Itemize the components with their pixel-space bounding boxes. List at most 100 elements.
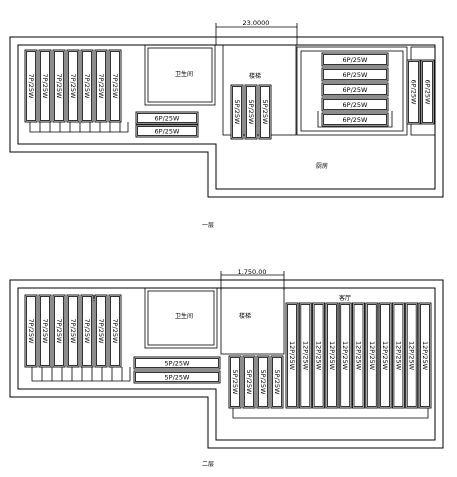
radiator-label: 5P/25W xyxy=(165,359,191,367)
floor2-radiator-12p: 12P/25W xyxy=(298,302,312,409)
floor2-radiator-5p: 5P/25W xyxy=(133,356,221,370)
radiator-label: 12P/25W xyxy=(315,341,323,371)
radiator-label: 5P/25W xyxy=(165,373,191,381)
radiator-label: 12P/25W xyxy=(421,341,429,371)
floor1-dimension: 23.0000 xyxy=(215,19,298,45)
floor2-radiator-7p: 7P/25W xyxy=(66,294,80,368)
radiator-label: 7P/25W xyxy=(69,319,77,345)
floor2-radiator-12p: 12P/25W xyxy=(418,302,432,409)
floor1-radiator-5p: 5P/25W xyxy=(230,84,244,140)
floor2-plan: 卧室 卫生间 楼梯 客厅 1.750.00 二层 xyxy=(9,268,444,468)
radiator-label: 5P/25W xyxy=(247,100,255,126)
radiator-label: 7P/25W xyxy=(83,319,91,345)
floor1-kitchen-label: 厨房 xyxy=(316,162,328,170)
floor2-radiator-12p: 12P/25W xyxy=(285,302,299,409)
floor1-radiator-6p: 6P/25W xyxy=(321,67,389,82)
radiator-label: 12P/25W xyxy=(341,341,349,371)
floor1-stairs-label: 楼梯 xyxy=(249,72,261,80)
floor2-radiator-12p: 12P/25W xyxy=(325,302,339,409)
floor1-bathroom-room xyxy=(144,44,216,106)
floor1-dimension-label: 23.0000 xyxy=(243,19,270,27)
floor2-caption: 二层 xyxy=(202,461,214,468)
radiator-label: 7P/25W xyxy=(111,74,119,100)
floor2-pipe-frame-right xyxy=(232,405,429,419)
radiator-label: 7P/25W xyxy=(41,74,49,100)
radiator-label: 6P/25W xyxy=(343,101,369,109)
radiator-label: 7P/25W xyxy=(97,74,105,100)
floor2-bathroom-room xyxy=(144,287,218,349)
radiator-label: 12P/25W xyxy=(394,341,402,371)
floor2-radiator-5p: 5P/25W xyxy=(270,355,284,409)
floor1-bathroom-label: 卫生间 xyxy=(175,70,193,78)
floor1-radiator-7p: 7P/25W xyxy=(52,49,66,123)
floor1-radiator-7p: 7P/25W xyxy=(24,49,38,123)
radiator-label: 6P/25W xyxy=(343,56,369,64)
floor2-bathroom-inner xyxy=(147,290,215,346)
floor1-radiator-7p: 7P/25W xyxy=(66,49,80,123)
floor2-radiator-5p: 5P/25W xyxy=(242,355,256,409)
floor2-radiator-5p: 5P/25W xyxy=(228,355,242,409)
radiator-label: 7P/25W xyxy=(55,74,63,100)
floor1-radiator-6p: 6P/25W xyxy=(321,97,389,112)
radiator-label: 12P/25W xyxy=(301,341,309,371)
floor1-pipe-frame-right xyxy=(317,111,393,128)
floor2-radiator-7p: 7P/25W xyxy=(38,294,52,368)
floor1-radiator-6p: 6P/25W xyxy=(321,52,389,67)
floor2-inner-wall xyxy=(17,287,436,441)
floor2-radiator-12p: 12P/25W xyxy=(405,302,419,409)
radiator-label: 7P/25W xyxy=(41,319,49,345)
floor2-dimension: 1.750.00 xyxy=(220,268,285,290)
radiator-label: 6P/25W xyxy=(424,80,432,106)
radiator-label: 6P/25W xyxy=(343,86,369,94)
floor2-radiator-7p: 7P/25W xyxy=(24,294,38,368)
radiator-label: 7P/25W xyxy=(27,319,35,345)
radiator-label: 7P/25W xyxy=(69,74,77,100)
radiator-label: 7P/25W xyxy=(55,319,63,345)
radiator-label: 6P/25W xyxy=(155,127,181,135)
radiator-label: 6P/25W xyxy=(155,114,181,122)
floor1-radiator-5p: 5P/25W xyxy=(244,84,258,140)
floor1-radiator-5p: 5P/25W xyxy=(258,84,272,140)
floor1-caption: 一层 xyxy=(202,222,214,229)
floor1-radiator-7p: 7P/25W xyxy=(80,49,94,123)
floor2-radiator-7p: 7P/25W xyxy=(52,294,66,368)
floor2-radiator-5p: 5P/25W xyxy=(256,355,270,409)
radiator-label: 7P/25W xyxy=(97,319,105,345)
floor1-plan: 卫生间 楼梯 厨房 23.0000 一层 xyxy=(9,19,444,229)
radiator-label: 12P/25W xyxy=(355,341,363,371)
radiator-label: 12P/25W xyxy=(288,341,296,371)
floor1-radiator-6p: 6P/25W xyxy=(321,82,389,97)
radiator-label: 5P/25W xyxy=(233,100,241,126)
floor1-outer-wall xyxy=(9,36,444,198)
floor2-radiator-7p: 7P/25W xyxy=(108,294,122,368)
floor2-radiator-5p: 5P/25W xyxy=(133,370,221,384)
floor1-radiator-6p: 6P/25W xyxy=(406,59,421,125)
radiator-label: 5P/25W xyxy=(261,100,269,126)
radiator-label: 5P/25W xyxy=(245,370,253,396)
floor1-radiator-7p: 7P/25W xyxy=(38,49,52,123)
floor1-bathroom-inner xyxy=(147,47,213,103)
floor2-stairs-label: 楼梯 xyxy=(239,312,251,320)
floor2-outer-wall xyxy=(9,279,444,449)
radiator-label: 12P/25W xyxy=(408,341,416,371)
floor1-radiator-6p: 6P/25W xyxy=(420,59,435,125)
radiator-label: 12P/25W xyxy=(381,341,389,371)
radiator-label: 7P/25W xyxy=(111,319,119,345)
radiator-label: 12P/25W xyxy=(328,341,336,371)
radiator-label: 5P/25W xyxy=(231,370,239,396)
radiator-label: 6P/25W xyxy=(343,71,369,79)
floor2-radiator-12p: 12P/25W xyxy=(338,302,352,409)
floor2-radiator-12p: 12P/25W xyxy=(365,302,379,409)
floor2-radiator-12p: 12P/25W xyxy=(378,302,392,409)
radiator-label: 5P/25W xyxy=(273,370,281,396)
floor1-pipe-frame xyxy=(29,122,129,133)
floor2-radiator-7p: 7P/25W xyxy=(94,294,108,368)
floor2-living-label: 客厅 xyxy=(339,294,351,302)
radiator-label: 6P/25W xyxy=(410,80,418,106)
floor1-radiator-6p: 6P/25W xyxy=(135,111,199,125)
floor1-inner-wall xyxy=(17,44,436,190)
radiator-label: 7P/25W xyxy=(83,74,91,100)
floor1-radiator-7p: 7P/25W xyxy=(108,49,122,123)
floor2-stairs-room xyxy=(220,287,285,355)
